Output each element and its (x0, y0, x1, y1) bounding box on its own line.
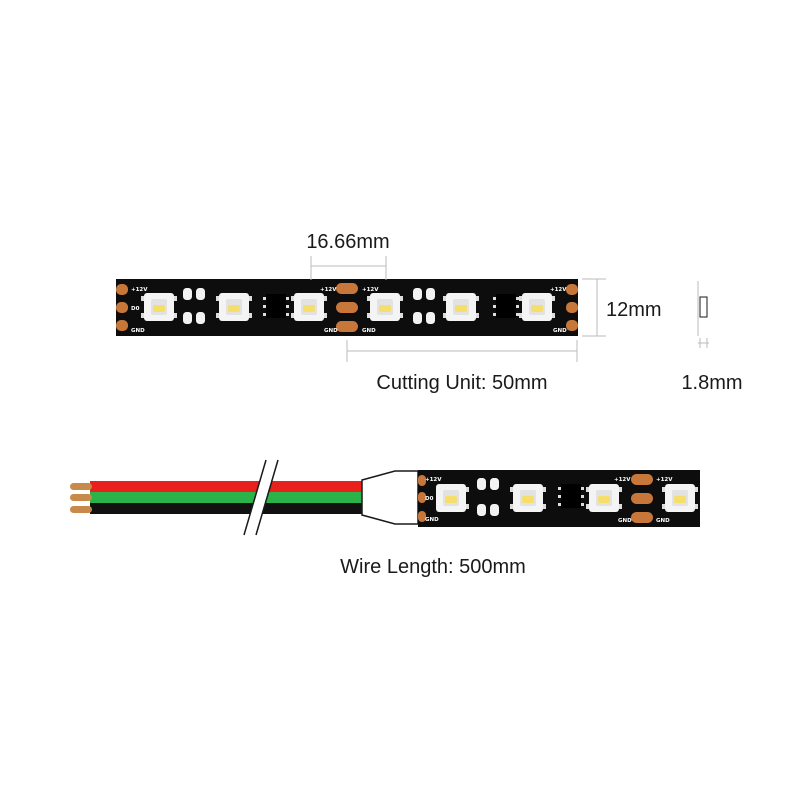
width-dimension (582, 278, 606, 337)
resistor (183, 288, 205, 324)
led (367, 293, 403, 321)
wire-connector (361, 470, 419, 525)
resistor (477, 478, 499, 516)
pad-label-power: +12V (320, 287, 337, 293)
pad-label-power: +12V (425, 477, 442, 483)
pad-label-ground: GND (324, 328, 338, 334)
pad-label-power: +12V (550, 287, 567, 293)
resistor (413, 288, 435, 324)
top-leds (141, 293, 555, 321)
cutting-unit-dimension (346, 340, 578, 362)
pad-label-power: +12V (362, 287, 379, 293)
cut-pads-middle: +12V +12V GND GND (320, 283, 379, 334)
wire-bundle (70, 459, 366, 536)
pad-label-power: +12V (656, 477, 673, 483)
cut-pads-middle: +12V +12V GND GND (614, 474, 673, 524)
pad-label-ground: GND (553, 328, 567, 334)
led (443, 293, 479, 321)
pad-label-ground: GND (362, 328, 376, 334)
led (436, 484, 469, 512)
wire-length-label: Wire Length: 500mm (340, 556, 526, 578)
pad-label-ground: GND (618, 518, 632, 524)
pad (116, 320, 128, 331)
pad-label-power: +12V (131, 287, 148, 293)
side-profile (697, 281, 709, 348)
led (510, 484, 546, 512)
pad-label-ground: GND (131, 328, 145, 334)
wire-green (90, 492, 366, 503)
pitch-label: 16.66mm (306, 231, 389, 253)
pitch-dimension (310, 256, 387, 280)
pad-label-ground: GND (656, 518, 670, 524)
led (519, 293, 555, 321)
led (586, 484, 622, 512)
driver-ic (493, 294, 519, 318)
led (216, 293, 252, 321)
wire-break (244, 460, 278, 535)
end-pads: +12V D0 GND (418, 475, 442, 523)
bottom-leds (436, 484, 698, 512)
pad-label-power: +12V (614, 477, 631, 483)
driver-ic (558, 484, 584, 508)
strip-cross-section (699, 296, 708, 318)
led (291, 293, 327, 321)
pad-label-data: D0 (425, 496, 434, 502)
pad (116, 302, 128, 313)
wire-tips (70, 483, 92, 513)
wire-red (90, 481, 366, 492)
right-end-pads: +12V GND (550, 284, 578, 334)
width-label: 12mm (606, 299, 662, 321)
driver-ic (263, 294, 289, 318)
wire-black (90, 503, 366, 514)
led (141, 293, 177, 321)
left-end-pads: +12V D0 GND (116, 284, 148, 334)
top-strip: +12V D0 GND +12V +12V GND GND +12V GND (116, 279, 578, 336)
pad-label-data: D0 (131, 306, 140, 312)
pad (116, 284, 128, 295)
cutting-unit-label: Cutting Unit: 50mm (376, 372, 547, 394)
led (662, 484, 698, 512)
pad-label-ground: GND (425, 517, 439, 523)
thickness-label: 1.8mm (681, 372, 742, 394)
